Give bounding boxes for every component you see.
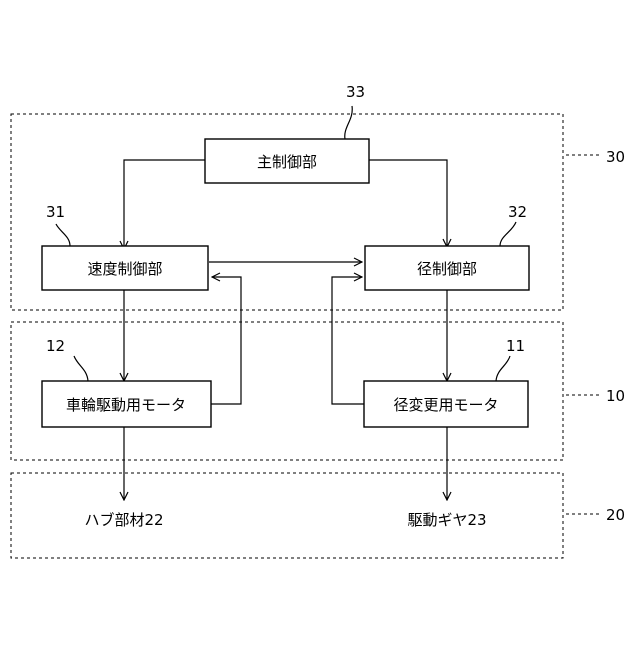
- ref-32: 32: [508, 203, 527, 221]
- leader-line-11: [496, 356, 510, 381]
- feedback-diameter-motor-to-diameter: [332, 277, 364, 404]
- leader-line-12: [74, 356, 88, 381]
- group-ref-10: 10: [606, 387, 625, 405]
- arrow-main-to-diameter: [369, 160, 447, 247]
- diameter-change-motor-label: 径変更用モータ: [393, 396, 498, 414]
- speed-control-label: 速度制御部: [87, 260, 162, 278]
- group-ref-20: 20: [606, 506, 625, 524]
- wheel-drive-motor-label: 車輪駆動用モータ: [66, 396, 186, 414]
- leader-line-31: [56, 224, 70, 246]
- ref-11: 11: [506, 337, 525, 355]
- arrow-main-to-speed: [124, 160, 205, 249]
- leader-line-32: [500, 222, 516, 246]
- ref-12: 12: [46, 337, 65, 355]
- drive-gear-label: 駆動ギヤ23: [407, 511, 486, 529]
- hub-member-label: ハブ部材22: [84, 511, 163, 529]
- feedback-wheel-motor-to-speed: [211, 277, 241, 404]
- ref-31: 31: [46, 203, 65, 221]
- group-ref-30: 30: [606, 148, 625, 166]
- leader-line-33: [345, 106, 352, 139]
- ref-33: 33: [346, 83, 365, 101]
- diameter-control-label: 径制御部: [417, 260, 477, 278]
- main-control-label: 主制御部: [257, 153, 317, 171]
